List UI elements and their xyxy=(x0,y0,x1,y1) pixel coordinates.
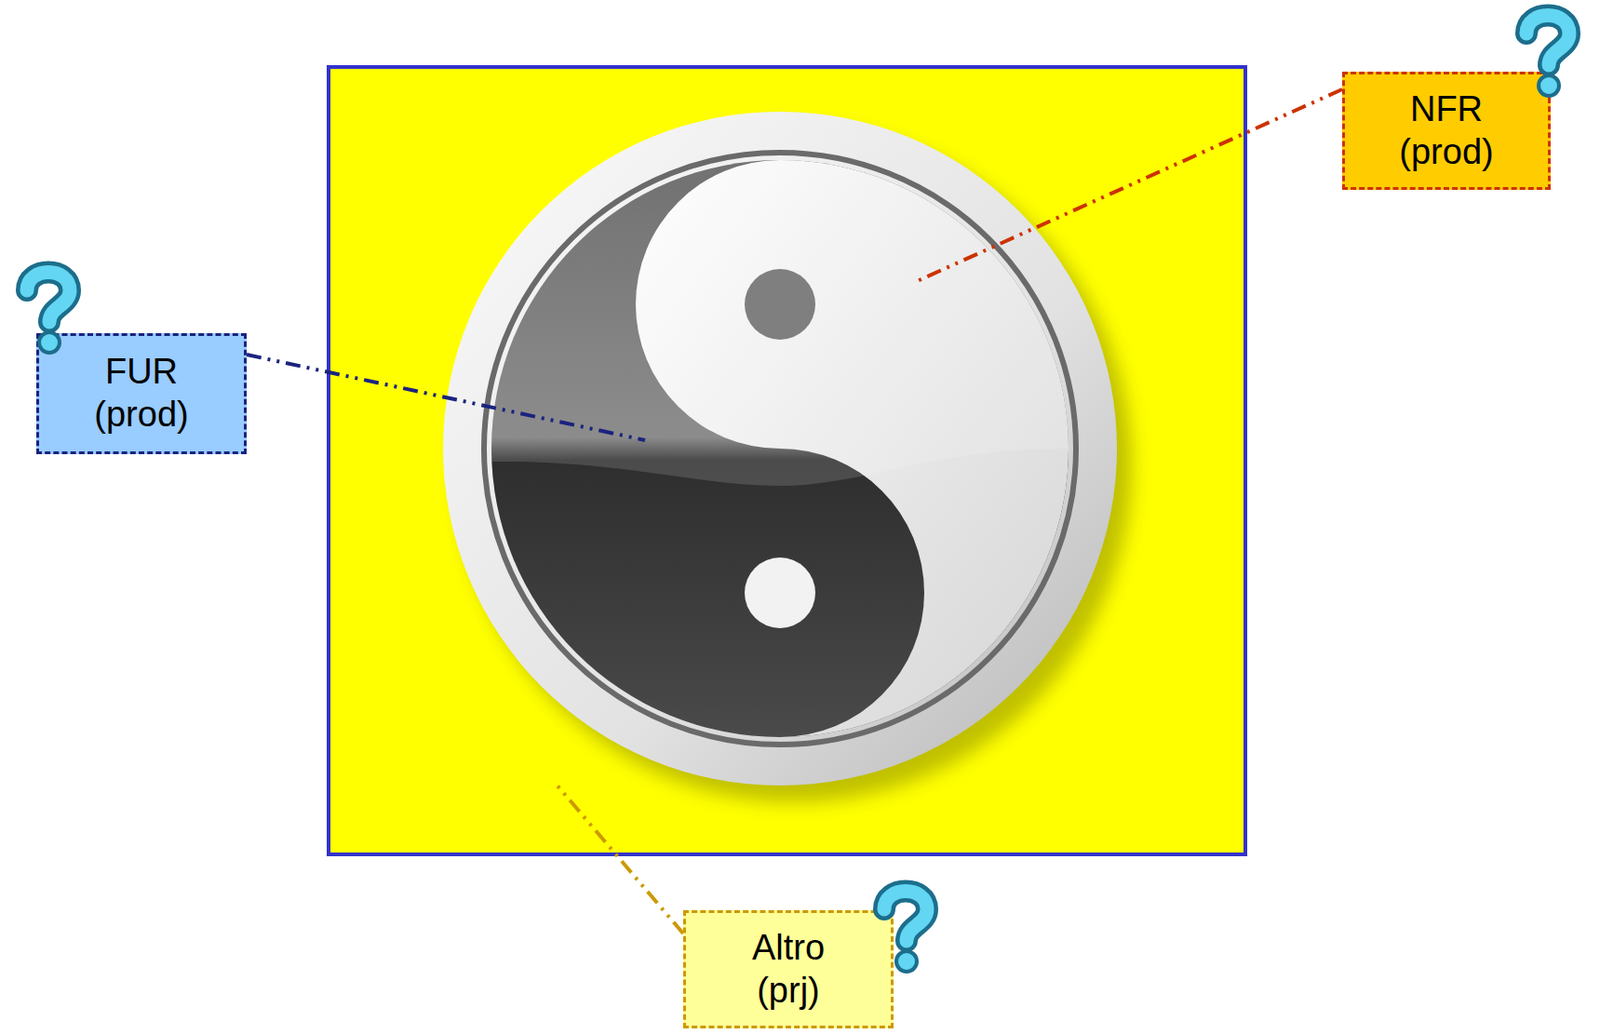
icon-outline xyxy=(1526,15,1570,67)
icon-outline xyxy=(884,891,928,942)
leader-line xyxy=(913,89,1343,283)
callout-label: Altro (prj) xyxy=(752,927,825,1012)
gloss xyxy=(491,160,1069,486)
question-icon xyxy=(884,891,928,973)
yin-yang-symbol xyxy=(443,111,1132,803)
question-icon xyxy=(1526,15,1570,97)
yang-dot xyxy=(744,557,816,629)
callout-box: FUR (prod) xyxy=(36,333,247,455)
icon-dot xyxy=(1538,75,1560,96)
icon-dot xyxy=(39,332,60,353)
icon-outline xyxy=(26,272,70,323)
callout-box: NFR (prod) xyxy=(1342,71,1551,190)
leader-line xyxy=(555,783,684,934)
icon-dot xyxy=(896,951,917,972)
callout-label: FUR (prod) xyxy=(94,350,189,436)
icon-fill xyxy=(884,891,928,942)
gloss-highlight xyxy=(491,160,1069,486)
question-icon xyxy=(26,272,70,354)
symbol-rim xyxy=(443,111,1117,786)
icon-fill xyxy=(26,272,70,323)
leader-line xyxy=(246,354,646,441)
yellow-panel xyxy=(328,67,1246,855)
inner-ring xyxy=(484,152,1076,745)
callout-box: Altro (prj) xyxy=(683,910,894,1029)
icon-fill xyxy=(1526,15,1570,67)
callout-label: NFR (prod) xyxy=(1398,88,1493,174)
yin-half xyxy=(491,160,1069,738)
